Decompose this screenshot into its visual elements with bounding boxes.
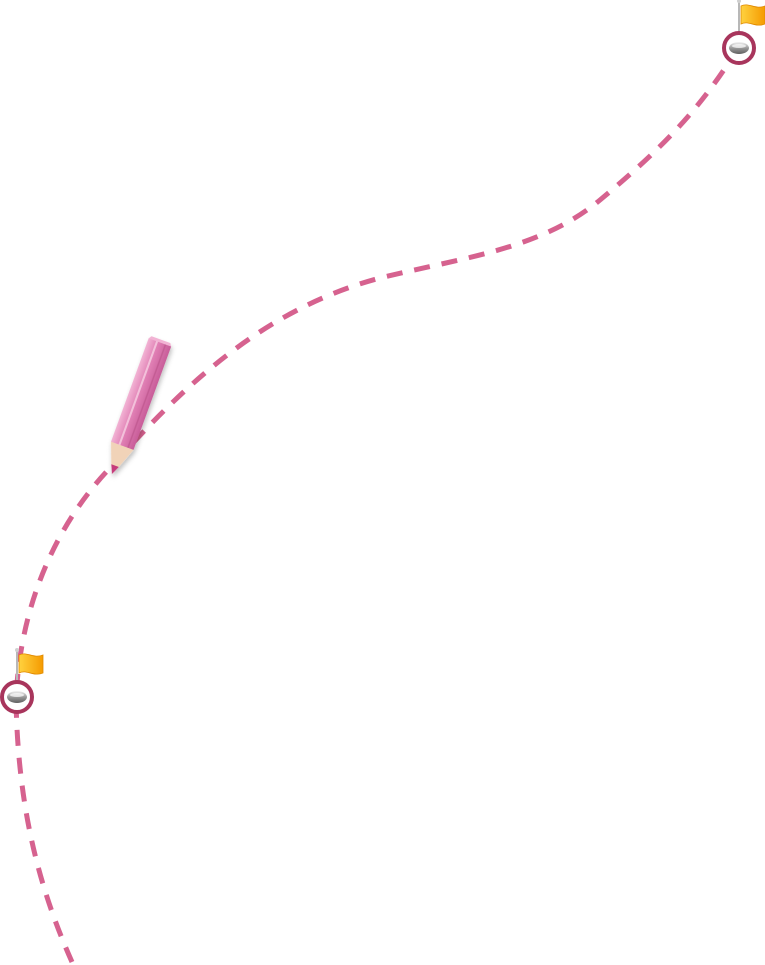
pencil-icon[interactable] [101, 336, 172, 479]
checkpoint-end[interactable] [722, 0, 765, 65]
flag-checkpoint-icon [722, 0, 765, 65]
dashed-route-path [13, 46, 741, 964]
checkpoint-start[interactable] [0, 648, 44, 714]
flag-checkpoint-icon [0, 648, 44, 714]
